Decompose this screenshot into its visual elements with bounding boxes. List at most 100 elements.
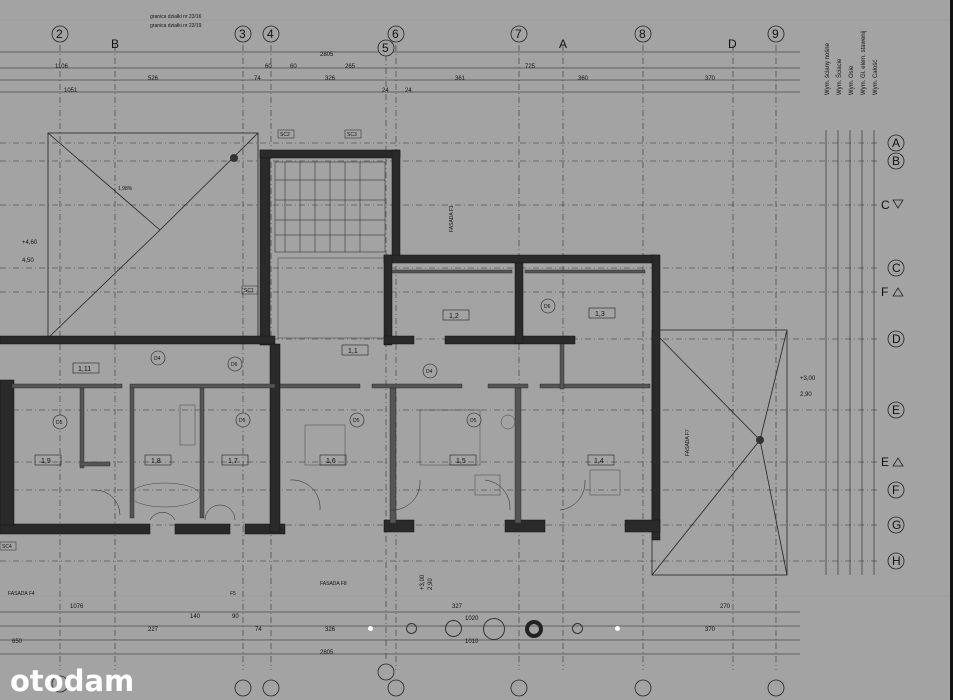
pagination-dot-active[interactable] xyxy=(525,620,543,638)
dimension: 361 xyxy=(455,76,466,82)
dimension: 326 xyxy=(325,76,336,82)
dimension: 1051 xyxy=(64,88,78,94)
axis-label: 3 xyxy=(239,27,246,41)
axis-label: 9 xyxy=(772,27,779,41)
vertical-label: Wym. Całość xyxy=(873,60,879,95)
door-tag: D4 xyxy=(426,369,433,375)
axis-label: 4 xyxy=(267,27,274,41)
sc-tags: SC1 SC2 SC3 SC4 xyxy=(0,129,362,551)
dimension: 227 xyxy=(148,627,159,633)
dimension: 326 xyxy=(325,627,336,633)
level-mark: 4,50 xyxy=(22,258,34,264)
door-tag: D5 xyxy=(353,418,360,424)
pagination-dot[interactable] xyxy=(368,626,373,631)
axis-label: C xyxy=(892,261,901,275)
axis-label: 7 xyxy=(515,27,522,41)
slope-label: 1,98% xyxy=(118,186,133,192)
vertical-label: Wym. ściany nośne xyxy=(825,42,831,95)
room-number: 1,11 xyxy=(78,366,91,373)
room-number: 1,2 xyxy=(449,313,459,320)
dimension: 370 xyxy=(705,76,716,82)
pagination-dot[interactable] xyxy=(445,620,462,637)
axis-label: F xyxy=(892,483,899,497)
axis-label: H xyxy=(892,554,901,568)
vertical-dimension-headers: Wym. ściany nośne Wym. Ściacie Wym. Osie… xyxy=(825,31,879,95)
dimension: 24 xyxy=(405,88,412,94)
dimension: 1010 xyxy=(465,639,479,645)
dimension: 2805 xyxy=(320,650,334,656)
axis-label: B xyxy=(892,154,900,168)
door-tag: D4 xyxy=(154,356,161,362)
room-number: 1,4 xyxy=(594,458,604,465)
door-tag: D5 xyxy=(239,418,246,424)
otodam-watermark-logo: otodam xyxy=(10,664,135,698)
room-number: 1,3 xyxy=(595,311,605,318)
room-number: 1,8 xyxy=(151,458,161,465)
pagination-dot[interactable] xyxy=(572,623,583,634)
dimension: 74 xyxy=(255,627,262,633)
level-mark: +3,00 xyxy=(420,574,426,590)
axis-bubbles-top: 2 B 3 4 5 6 7 A 8 D 9 xyxy=(51,25,785,697)
room-number: 1,5 xyxy=(456,458,466,465)
facade-label: FASADA F8 xyxy=(320,581,347,587)
level-mark: +3,00 xyxy=(800,376,816,382)
axis-label: A xyxy=(559,37,567,51)
dimension: 2805 xyxy=(320,52,334,58)
facade-label: FASADA F1 xyxy=(449,205,455,232)
dimensions-top: 2805 1106 265 725 1051 526 74 326 361 36… xyxy=(55,52,716,94)
axis-label: 2 xyxy=(56,27,63,41)
plot-boundary-note: granica działki nr 23/16 xyxy=(150,14,202,20)
dimension: 526 xyxy=(148,76,159,82)
plot-boundary-note: granica działki nr 23/19 xyxy=(150,23,202,29)
sc-tag: SC2 xyxy=(280,132,290,138)
dimension: 140 xyxy=(190,614,201,620)
room-number: 1,1 xyxy=(348,348,358,355)
dimension: 74 xyxy=(254,76,261,82)
pagination-dot[interactable] xyxy=(406,623,417,634)
dimension: 60 xyxy=(290,64,297,70)
axis-label: D xyxy=(728,37,737,51)
facade-label: FASADA F4 xyxy=(8,591,35,597)
dimensions-bottom: 1076 140 90 327 1020 270 650 227 74 326 … xyxy=(12,604,731,656)
axis-label: 5 xyxy=(382,41,389,55)
dimension: 60 xyxy=(265,64,272,70)
dimension: 327 xyxy=(452,604,463,610)
sc-tag: SC4 xyxy=(2,544,12,550)
door-tag: D6 xyxy=(544,304,551,310)
axis-label: G xyxy=(892,518,901,532)
dimension: 24 xyxy=(382,88,389,94)
gallery-pagination[interactable] xyxy=(365,616,625,644)
pagination-dot[interactable] xyxy=(483,618,505,640)
dimension: 725 xyxy=(525,64,536,70)
axis-bubbles-right: A B C C F D E E F G H xyxy=(881,134,905,570)
dimension: 650 xyxy=(12,639,23,645)
dimension: 270 xyxy=(720,604,731,610)
dimension: 360 xyxy=(578,76,589,82)
axis-label: E xyxy=(881,455,889,469)
dimension: 265 xyxy=(345,64,356,70)
vertical-label: Wym. Osie xyxy=(849,65,855,95)
axis-label: 6 xyxy=(392,27,399,41)
pagination-dot[interactable] xyxy=(615,626,620,631)
door-tag: D5 xyxy=(470,418,477,424)
dimension: 1076 xyxy=(70,604,84,610)
vertical-label: Wym. Gl. elem. stawenij xyxy=(861,31,867,95)
dimension: 1106 xyxy=(55,64,69,70)
axis-label: E xyxy=(892,403,900,417)
dimension: 90 xyxy=(232,614,239,620)
room-number: 1,6 xyxy=(326,458,336,465)
axis-label: B xyxy=(111,37,119,51)
door-tag: D5 xyxy=(56,420,63,426)
axis-label: D xyxy=(892,332,901,346)
room-number: 1,7 xyxy=(228,458,238,465)
door-markers: D4 D5 D6 D4 D5 D6 D5 D5 xyxy=(52,298,556,430)
facade-label: FASADA F7 xyxy=(685,429,691,456)
room-number: 1,9 xyxy=(41,458,51,465)
vertical-label: Wym. Ściacie xyxy=(835,58,843,95)
level-markers: +4,60 4,50 +3,00 2,90 +3,00 2,90 xyxy=(22,240,816,590)
dimension: 370 xyxy=(705,627,716,633)
room-labels: 1,11 1,1 1,2 1,3 1,9 1,8 1,7 1,6 1,5 1,4 xyxy=(34,307,616,466)
axis-label: C xyxy=(881,198,890,212)
